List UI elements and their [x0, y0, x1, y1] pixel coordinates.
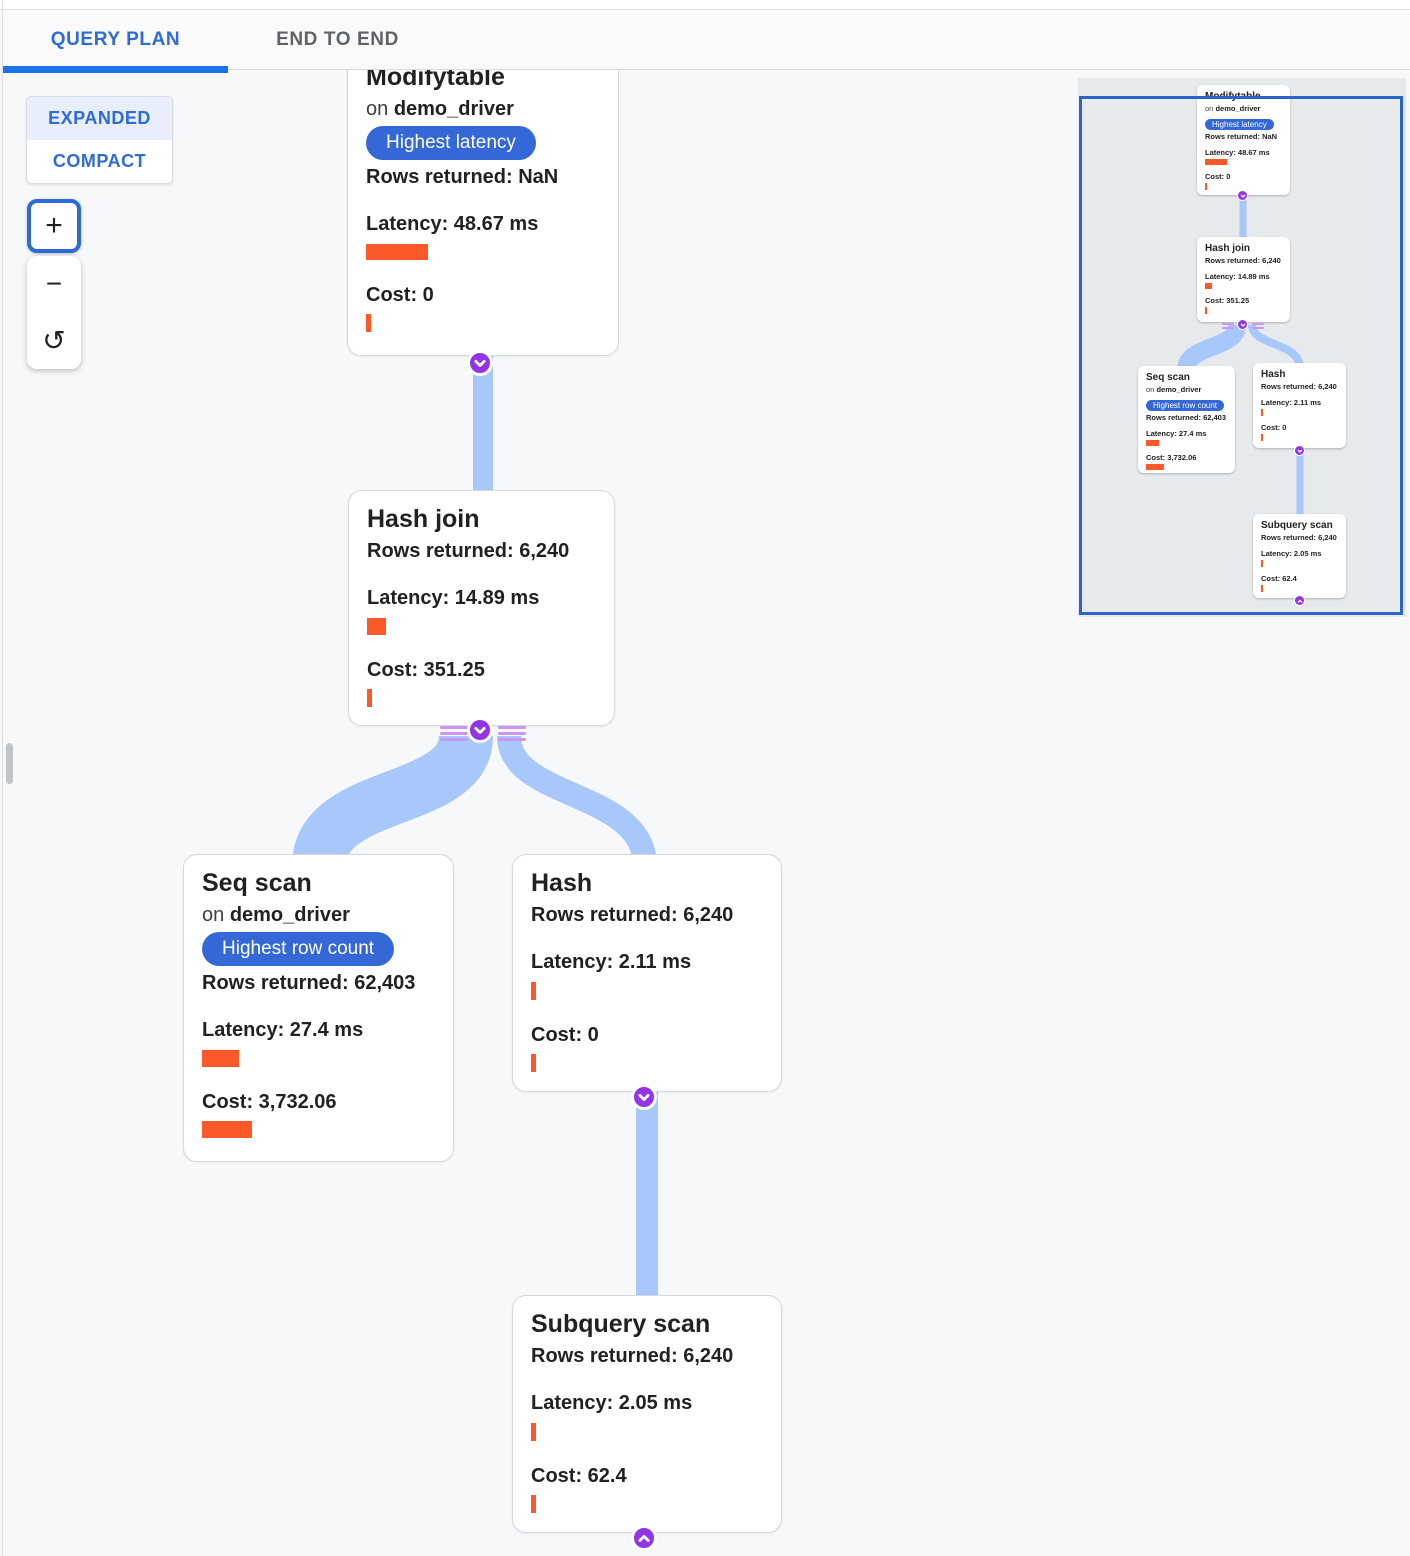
node-card-hash[interactable]: Hash Rows returned: 6,240 Latency: 2.11 …	[512, 854, 782, 1092]
tab-label: END TO END	[276, 29, 399, 50]
minimap-viewport[interactable]	[1079, 96, 1403, 615]
latency-value: Latency: 27.4 ms	[202, 1019, 364, 1041]
badge-highest-latency: Highest latency	[366, 126, 536, 160]
minus-icon: −	[45, 268, 63, 299]
node-card-seq-scan[interactable]: Seq scan on demo_driver Highest row coun…	[183, 854, 454, 1162]
mini-badge: Highest latency	[1205, 119, 1274, 130]
node-card-subquery-scan[interactable]: Subquery scan Rows returned: 6,240 Laten…	[512, 1295, 782, 1533]
sibling-link-lines	[440, 738, 468, 741]
badge-highest-row-count: Highest row count	[202, 932, 395, 966]
plus-icon: +	[45, 209, 63, 242]
chevron-up-icon	[638, 1534, 650, 1542]
rows-returned: Rows returned: NaN	[366, 166, 559, 188]
sibling-link-lines	[440, 732, 468, 735]
panel-divider	[2, 0, 3, 1556]
view-mode-expanded[interactable]: EXPANDED	[27, 97, 172, 140]
sibling-link-lines	[498, 732, 526, 735]
latency-value: Latency: 14.89 ms	[367, 587, 540, 609]
tab-end-to-end[interactable]: END TO END	[250, 10, 425, 70]
rows-returned: Rows returned: 6,240	[531, 1345, 734, 1367]
latency-bar	[202, 1050, 239, 1067]
minimap-connector	[1294, 595, 1305, 606]
zoom-in-button[interactable]: +	[27, 199, 81, 253]
tab-query-plan[interactable]: QUERY PLAN	[3, 10, 228, 70]
chevron-down-icon	[638, 1093, 650, 1101]
node-card-hash-join[interactable]: Hash join Rows returned: 6,240 Latency: …	[348, 490, 615, 726]
reset-zoom-icon: ↺	[42, 324, 66, 356]
zoom-reset-button[interactable]: ↺	[27, 312, 81, 368]
minimap-node-hash-join: Hash join Rows returned: 6,240 Latency: …	[1197, 237, 1290, 322]
minimap[interactable]: Modifytable on demo_driver Highest laten…	[1078, 78, 1406, 617]
cost-value: Cost: 62.4	[531, 1465, 627, 1487]
cost-bar	[531, 1495, 536, 1513]
chevron-down-icon	[1297, 449, 1302, 453]
cost-bar	[366, 314, 371, 332]
zoom-secondary-controls: − ↺	[27, 256, 81, 369]
sibling-link-lines	[1252, 323, 1264, 325]
rows-returned: Rows returned: 62,403	[202, 972, 416, 994]
cost-bar	[202, 1121, 252, 1138]
collapse-toggle-hash[interactable]	[631, 1084, 657, 1110]
chevron-down-icon	[474, 359, 486, 367]
cost-value: Cost: 0	[366, 284, 434, 306]
zoom-out-button[interactable]: −	[27, 256, 81, 312]
node-table-line: on demo_driver	[202, 904, 350, 926]
sibling-link-lines	[498, 738, 526, 741]
chevron-up-icon	[1297, 599, 1302, 603]
expand-toggle-subquery-scan[interactable]	[631, 1525, 657, 1551]
minimap-node-subquery-scan: Subquery scan Rows returned: 6,240 Laten…	[1253, 514, 1346, 598]
node-title: Hash join	[367, 505, 480, 533]
view-mode-compact[interactable]: COMPACT	[52, 151, 147, 171]
rows-returned: Rows returned: 6,240	[367, 540, 570, 562]
cost-bar	[367, 689, 372, 707]
node-title: Hash	[531, 869, 593, 897]
latency-value: Latency: 2.11 ms	[531, 951, 692, 973]
node-title: Subquery scan	[531, 1310, 711, 1338]
cost-value: Cost: 351.25	[367, 659, 485, 681]
latency-bar	[366, 244, 428, 260]
latency-value: Latency: 48.67 ms	[366, 213, 539, 235]
collapse-toggle-modifytable[interactable]	[467, 350, 493, 376]
chevron-down-icon	[474, 726, 486, 734]
sibling-link-lines	[498, 726, 526, 729]
sibling-link-lines	[440, 726, 468, 729]
active-tab-indicator	[3, 66, 228, 73]
header-strip	[0, 0, 1410, 10]
tab-label: QUERY PLAN	[50, 29, 181, 50]
cost-value: Cost: 0	[531, 1024, 599, 1046]
node-title: Seq scan	[202, 869, 312, 897]
minimap-node-hash: Hash Rows returned: 6,240 Latency: 2.11 …	[1253, 363, 1346, 448]
latency-bar	[367, 618, 386, 635]
view-mode-toggle: EXPANDED COMPACT	[26, 96, 173, 184]
vertical-scrollbar-thumb[interactable]	[6, 743, 13, 784]
mini-badge: Highest row count	[1146, 400, 1225, 411]
latency-value: Latency: 2.05 ms	[531, 1392, 693, 1414]
collapse-toggle-hash-join[interactable]	[467, 717, 493, 743]
tab-bar: QUERY PLAN END TO END	[0, 10, 1410, 73]
minimap-node-modifytable: Modifytable on demo_driver Highest laten…	[1197, 85, 1290, 195]
node-table-line: on demo_driver	[366, 98, 514, 120]
cost-bar	[531, 1054, 536, 1072]
node-card-modifytable[interactable]: Modifytable on demo_driver Highest laten…	[347, 48, 619, 356]
minimap-node-seq-scan: Seq scan on demo_driver Highest row coun…	[1138, 366, 1235, 473]
rows-returned: Rows returned: 6,240	[531, 904, 734, 926]
cost-value: Cost: 3,732.06	[202, 1091, 337, 1113]
latency-bar	[531, 982, 536, 1000]
latency-bar	[531, 1423, 536, 1441]
